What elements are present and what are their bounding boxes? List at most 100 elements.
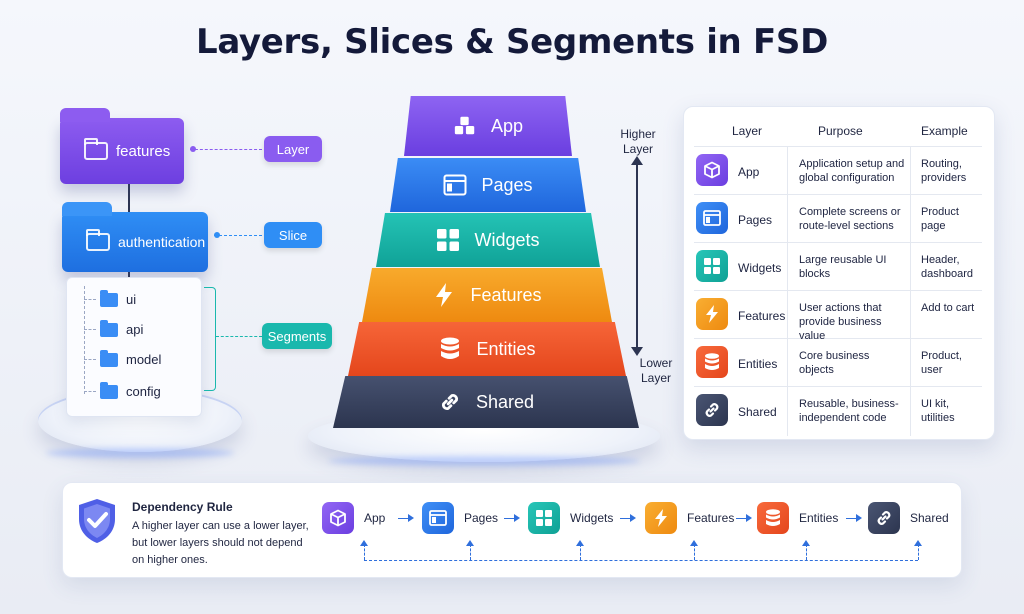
dependency-up-arrow [466,540,474,560]
dependency-rule-text: A higher layer can use a lower layer, bu… [132,520,309,566]
layer-connector [190,149,262,150]
link-icon [696,394,728,426]
chain-arrow [504,514,520,522]
dependency-rule-card [62,482,962,578]
database-icon [757,502,789,534]
column-divider [787,146,788,436]
tier-entities: Entities [348,322,626,376]
chain-features: Features [645,502,734,534]
chain-app: App [322,502,385,534]
chain-shared: Shared [868,502,949,534]
table-row [694,386,982,434]
lightning-icon [645,502,677,534]
folder-icon [100,289,118,307]
cell-example: Header, dashboard [921,254,973,280]
slice-folder-label: authentication [118,234,206,250]
layers-table [683,106,995,440]
connector-dot [214,232,220,238]
folder-icon [84,138,108,160]
segments-bracket [204,287,216,391]
tree-connector [128,272,130,280]
cell-purpose: User actions that provide business value [799,302,882,342]
grid-icon [528,502,560,534]
folder-icon [100,319,118,337]
dependency-up-arrow [360,540,368,560]
folder-icon [100,349,118,367]
tree-connector [128,184,130,214]
segments-tag: Segments [262,323,332,349]
segments-connector [216,336,262,337]
tier-label: Widgets [474,229,540,250]
lower-layer-label: Lower Layer [639,356,673,385]
slice-connector [214,235,262,236]
cell-layer: Features [738,309,786,323]
tier-label: Entities [476,338,536,359]
dependency-up-arrow [576,540,584,560]
chain-entities: Entities [757,502,838,534]
higher-layer-label: Higher Layer [620,127,656,156]
folder-icon [86,229,110,251]
dependency-up-arrow [914,540,922,560]
cell-layer: Widgets [738,261,782,275]
connector-dot [190,146,196,152]
segment-tree-line [84,286,86,394]
cell-layer: Entities [738,357,778,371]
cell-purpose: Reusable, business-independent code [799,398,899,424]
segment-item: config [84,381,161,399]
page-title: Layers, Slices & Segments in FSD [195,22,829,62]
lightning-icon [432,283,456,307]
column-divider [910,146,911,436]
table-header-example: Example [921,124,968,138]
segment-item: model [84,349,161,367]
cell-example: Product, user [921,350,962,376]
table-header-purpose: Purpose [818,124,863,138]
dependency-return-line [364,560,918,561]
grid-icon [696,250,728,282]
tier-label: Shared [475,391,535,412]
grid-icon [436,228,460,252]
layer-folder: features [60,108,184,184]
slice-folder: authentication [62,202,208,272]
window-icon [443,173,467,197]
cell-purpose: Application setup and global configurati… [799,158,905,184]
tier-shared: Shared [333,376,639,428]
segment-item: ui [84,289,136,307]
database-icon [438,337,462,361]
slice-tag: Slice [264,222,322,248]
window-icon [422,502,454,534]
table-row [694,338,982,386]
lightning-icon [696,298,728,330]
cube-icon [322,502,354,534]
chain-arrow [736,514,752,522]
tier-features: Features [362,268,612,322]
tier-app: App [404,96,572,156]
cell-example: Product page [921,206,959,232]
cell-purpose: Complete screens or route-level sections [799,206,901,232]
window-icon [696,202,728,234]
cube-icon [696,154,728,186]
table-row [694,194,982,242]
chain-pages: Pages [422,502,498,534]
layer-folder-label: features [116,142,171,160]
cubes-icon [453,114,477,138]
cell-example: Add to cart [921,302,975,314]
link-icon [438,390,462,414]
shield-check-icon [76,497,118,545]
dependency-rule-title: Dependency Rule [132,500,233,514]
hierarchy-arrow [631,156,643,356]
chain-arrow [398,514,414,522]
tier-label: Features [470,284,542,305]
cell-purpose: Large reusable UI blocks [799,254,887,280]
tier-label: Pages [481,174,533,195]
chain-arrow [846,514,862,522]
cell-layer: Pages [738,213,773,227]
database-icon [696,346,728,378]
link-icon [868,502,900,534]
folder-icon [100,381,118,399]
cell-layer: Shared [738,405,777,419]
table-row [694,290,982,338]
layer-tag: Layer [264,136,322,162]
dependency-up-arrow [802,540,810,560]
segments-panel [66,277,202,417]
table-row [694,242,982,290]
